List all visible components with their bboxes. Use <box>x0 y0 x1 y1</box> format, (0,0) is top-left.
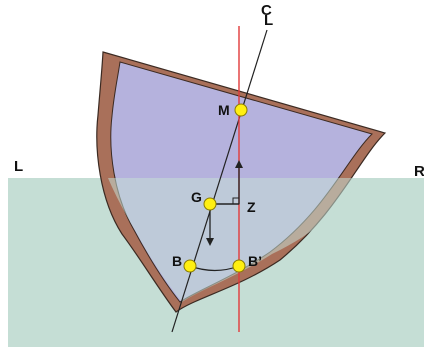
centerline-label-sub: L <box>264 12 273 29</box>
right-angle-marker <box>232 197 240 205</box>
gravity-arrow-head <box>206 238 214 246</box>
metacenter-point <box>234 103 248 117</box>
center-of-gravity-point <box>203 197 217 211</box>
metacenter-label: M <box>218 102 230 118</box>
centerline <box>171 29 268 333</box>
center-of-buoyancy-point <box>183 259 197 273</box>
center-of-gravity-label: G <box>191 189 202 205</box>
left-side-label: L <box>14 158 23 175</box>
centerline-label: C <box>261 2 272 19</box>
shifted-buoyancy-point <box>232 259 246 273</box>
buoyancy-arrow-head <box>235 160 243 168</box>
heel-axis-label: Z <box>247 199 256 215</box>
right-side-label: R <box>414 163 424 180</box>
submerged-region <box>108 178 361 302</box>
center-of-buoyancy-label: B <box>172 253 182 269</box>
shifted-buoyancy-label: B’ <box>248 253 262 269</box>
